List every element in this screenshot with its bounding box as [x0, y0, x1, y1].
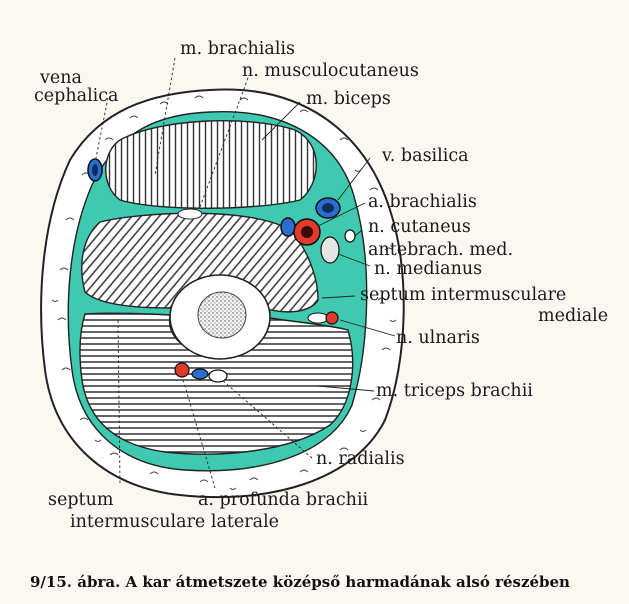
brachial-vein — [281, 218, 295, 236]
medial-cutaneous-nerve — [345, 230, 355, 242]
ulnar-artery — [326, 312, 338, 324]
label-n-medianus: n. medianus — [374, 259, 482, 279]
label-vena-cephalica-1: vena — [39, 68, 82, 88]
label-m-biceps: m. biceps — [306, 89, 391, 109]
median-nerve — [321, 237, 339, 263]
label-vena-cephalica-2: cephalica — [34, 86, 119, 106]
brachial-artery-lumen — [301, 226, 313, 238]
figure-caption: 9/15. ábra. A kar átmetszete középső har… — [30, 573, 570, 591]
label-m-triceps: m. triceps brachii — [376, 381, 533, 401]
label-a-profunda: a. profunda brachii — [198, 490, 369, 510]
cephalic-vein-lumen — [92, 164, 98, 176]
label-septum-mediale-1: septum intermusculare — [360, 285, 566, 305]
musculocutaneous-nerve — [178, 209, 202, 219]
ulnar-vessels — [308, 313, 328, 323]
radial-nerve — [209, 370, 227, 382]
profunda-vein — [192, 369, 208, 379]
label-septum-laterale-1: septum — [48, 490, 114, 510]
label-septum-mediale-2: mediale — [538, 306, 608, 326]
biceps-muscle — [106, 121, 317, 209]
humerus-marrow — [198, 292, 246, 338]
label-n-ulnaris: n. ulnaris — [396, 328, 480, 348]
label-n-musculocutaneus: n. musculocutaneus — [242, 61, 419, 81]
label-n-cutaneus-1: n. cutaneus — [368, 217, 471, 237]
basilic-vein-lumen — [322, 203, 334, 213]
label-v-basilica: v. basilica — [381, 146, 469, 166]
label-septum-laterale-2: intermusculare laterale — [70, 512, 279, 532]
label-n-cutaneus-2: antebrach. med. — [368, 240, 513, 260]
label-m-brachialis: m. brachialis — [180, 39, 295, 59]
label-n-radialis: n. radialis — [316, 449, 405, 469]
label-a-brachialis: a. brachialis — [368, 192, 477, 212]
profunda-brachii-artery — [175, 363, 189, 377]
